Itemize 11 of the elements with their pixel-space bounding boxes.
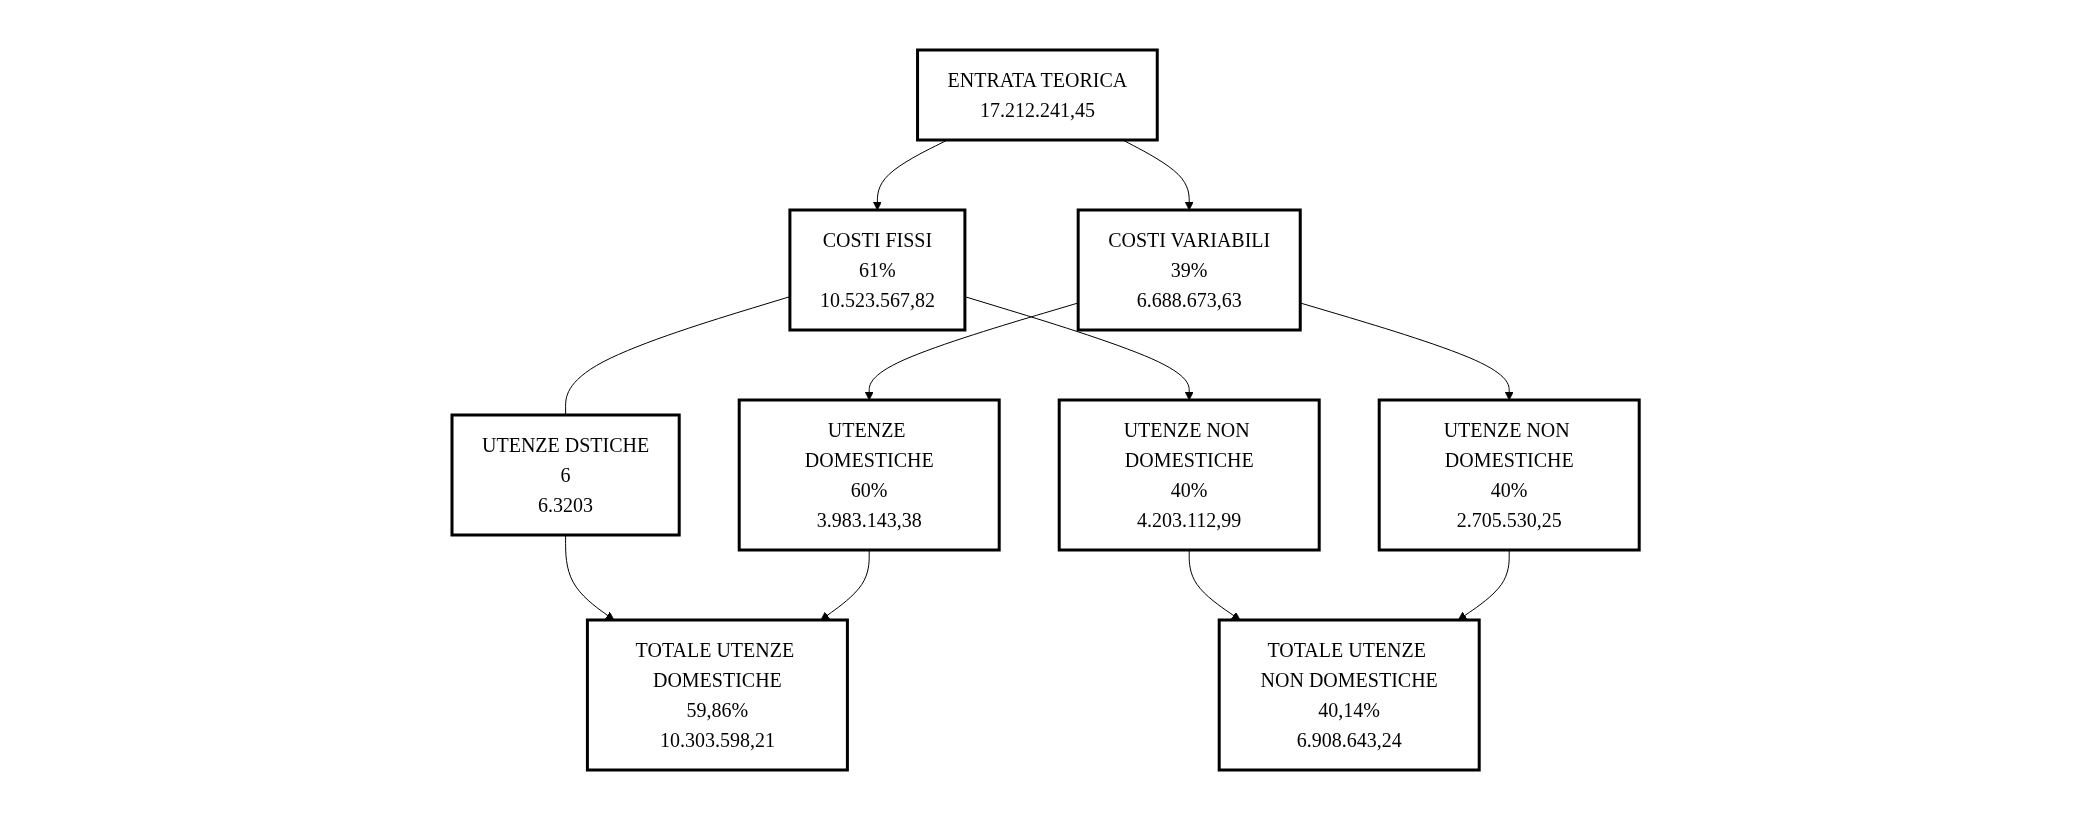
node-box: UTENZE DOMESTICHE 60% 3.983.143,38 — [738, 398, 1002, 552]
node-box: UTENZE NON DOMESTICHE 40% 2.705.530,25 — [1378, 398, 1642, 552]
node-box: UTENZE NON DOMESTICHE 40% 4.203.112,99 — [1058, 398, 1322, 552]
node-box: UTENZE DSTICHE 6 6.3203 — [450, 413, 682, 537]
node-box: ENTRATA TEORICA 17.212.241,45 — [916, 48, 1160, 142]
node-box: COSTI VARIABILI 39% 6.688.673,63 — [1077, 208, 1303, 332]
arrow — [1300, 302, 1514, 401]
node-box: TOTALE UTENZE NON DOMESTICHE 40,14% 6.908.643,24 — [1218, 618, 1482, 772]
node-box: COSTI FISSI 61% 10.523.567,82 — [788, 208, 967, 332]
node-box: TOTALE UTENZE DOMESTICHE 59,86% 10.303.598,21 — [586, 618, 850, 772]
connector — [565, 296, 791, 416]
